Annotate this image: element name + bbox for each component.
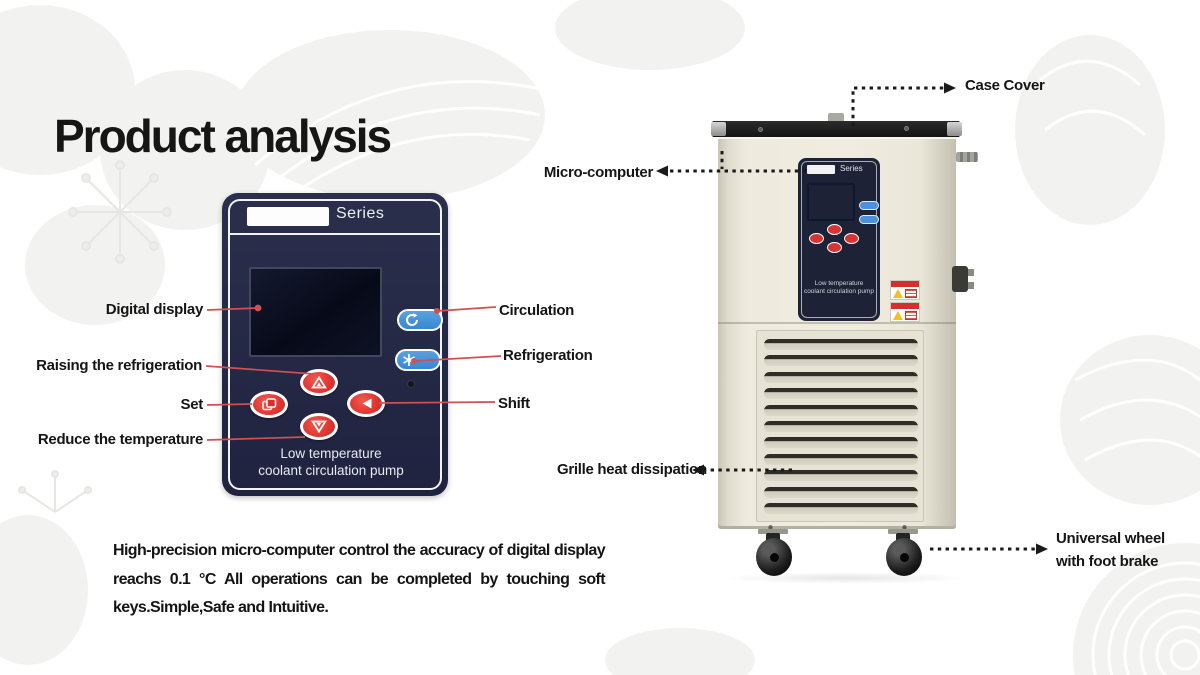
shift-button	[347, 390, 385, 417]
case-cover	[712, 121, 960, 137]
grille-slat	[764, 339, 918, 350]
left-arrow-icon	[362, 398, 371, 409]
lower-button	[300, 413, 338, 440]
screw	[904, 126, 909, 131]
indicator-dot	[407, 380, 415, 388]
grille	[764, 339, 918, 519]
description-text: High-precision micro-computer control th…	[113, 542, 606, 616]
mini-set-button	[809, 233, 824, 244]
callout-grille: Grille heat dissipation	[557, 461, 707, 478]
micro-computer-panel: Series Low temperature coolant circulati…	[798, 158, 880, 321]
panel-caption: Low temperature coolant circulation pump	[258, 446, 404, 478]
warning-triangle-icon	[893, 288, 903, 298]
grille-slat	[764, 470, 918, 482]
callout-shift: Shift	[498, 395, 530, 412]
grille-slat	[764, 486, 918, 498]
down-arrow-icon	[311, 420, 327, 433]
callout-raising-refrigeration: Raising the refrigeration	[36, 357, 202, 374]
mini-up-button	[827, 224, 842, 235]
callout-case-cover: Case Cover	[965, 77, 1045, 94]
grille-slat	[764, 371, 918, 383]
screw	[758, 127, 763, 132]
corner-cap	[947, 122, 962, 136]
callout-universal-wheel: Universal wheel with foot brake	[1056, 530, 1165, 570]
grille-slat	[764, 437, 918, 449]
panel-divider	[228, 233, 442, 235]
callout-set: Set	[180, 396, 204, 413]
digital-display-screen	[249, 267, 382, 357]
mini-down-button	[827, 242, 842, 253]
mini-model-box	[807, 165, 835, 174]
warning-sticker	[890, 302, 920, 322]
warning-sticker	[890, 280, 920, 300]
callout-circulation: Circulation	[499, 302, 575, 319]
machine-photo: Series Low temperature coolant circulati…	[706, 108, 996, 588]
grille-slat	[764, 453, 918, 465]
caster-wheel	[748, 529, 798, 579]
corner-cap	[711, 122, 726, 136]
circulation-button	[397, 309, 443, 331]
side-valve-fitting	[952, 266, 968, 292]
mini-series-label: Series	[840, 164, 863, 173]
set-button	[250, 391, 288, 418]
warning-triangle-icon	[893, 310, 903, 320]
grille-slat	[764, 404, 918, 416]
side-pipe-fitting	[956, 152, 978, 162]
grille-slat	[764, 355, 918, 367]
mini-shift-button	[844, 233, 859, 244]
series-label: Series	[336, 205, 385, 222]
grille-slat	[764, 388, 918, 400]
callout-reduce-temperature: Reduce the temperature	[37, 431, 203, 448]
control-panel-diagram: Series	[222, 193, 448, 496]
mini-display	[807, 183, 855, 221]
top-hinge	[828, 113, 844, 123]
model-box	[247, 207, 329, 226]
up-arrow-icon	[311, 376, 327, 389]
callout-micro-computer: Micro-computer	[543, 164, 653, 181]
callout-refrigeration: Refrigeration	[503, 347, 593, 364]
mini-caption: Low temperature coolant circulation pump	[803, 280, 875, 295]
grille-slat	[764, 420, 918, 432]
circulation-icon	[406, 313, 418, 326]
caster-wheel	[878, 529, 928, 579]
body-seam	[718, 322, 956, 324]
refrigeration-button	[395, 349, 441, 371]
raise-button	[300, 369, 338, 396]
mini-circulation-button	[859, 201, 879, 210]
page-title: Product analysis	[54, 109, 392, 162]
callout-digital-display: Digital display	[105, 301, 204, 318]
grille-slat	[764, 502, 918, 514]
heat-dissipation-grille	[756, 330, 924, 522]
snowflake-icon	[403, 354, 415, 366]
mini-refrigeration-button	[859, 215, 879, 224]
set-icon	[261, 398, 276, 411]
